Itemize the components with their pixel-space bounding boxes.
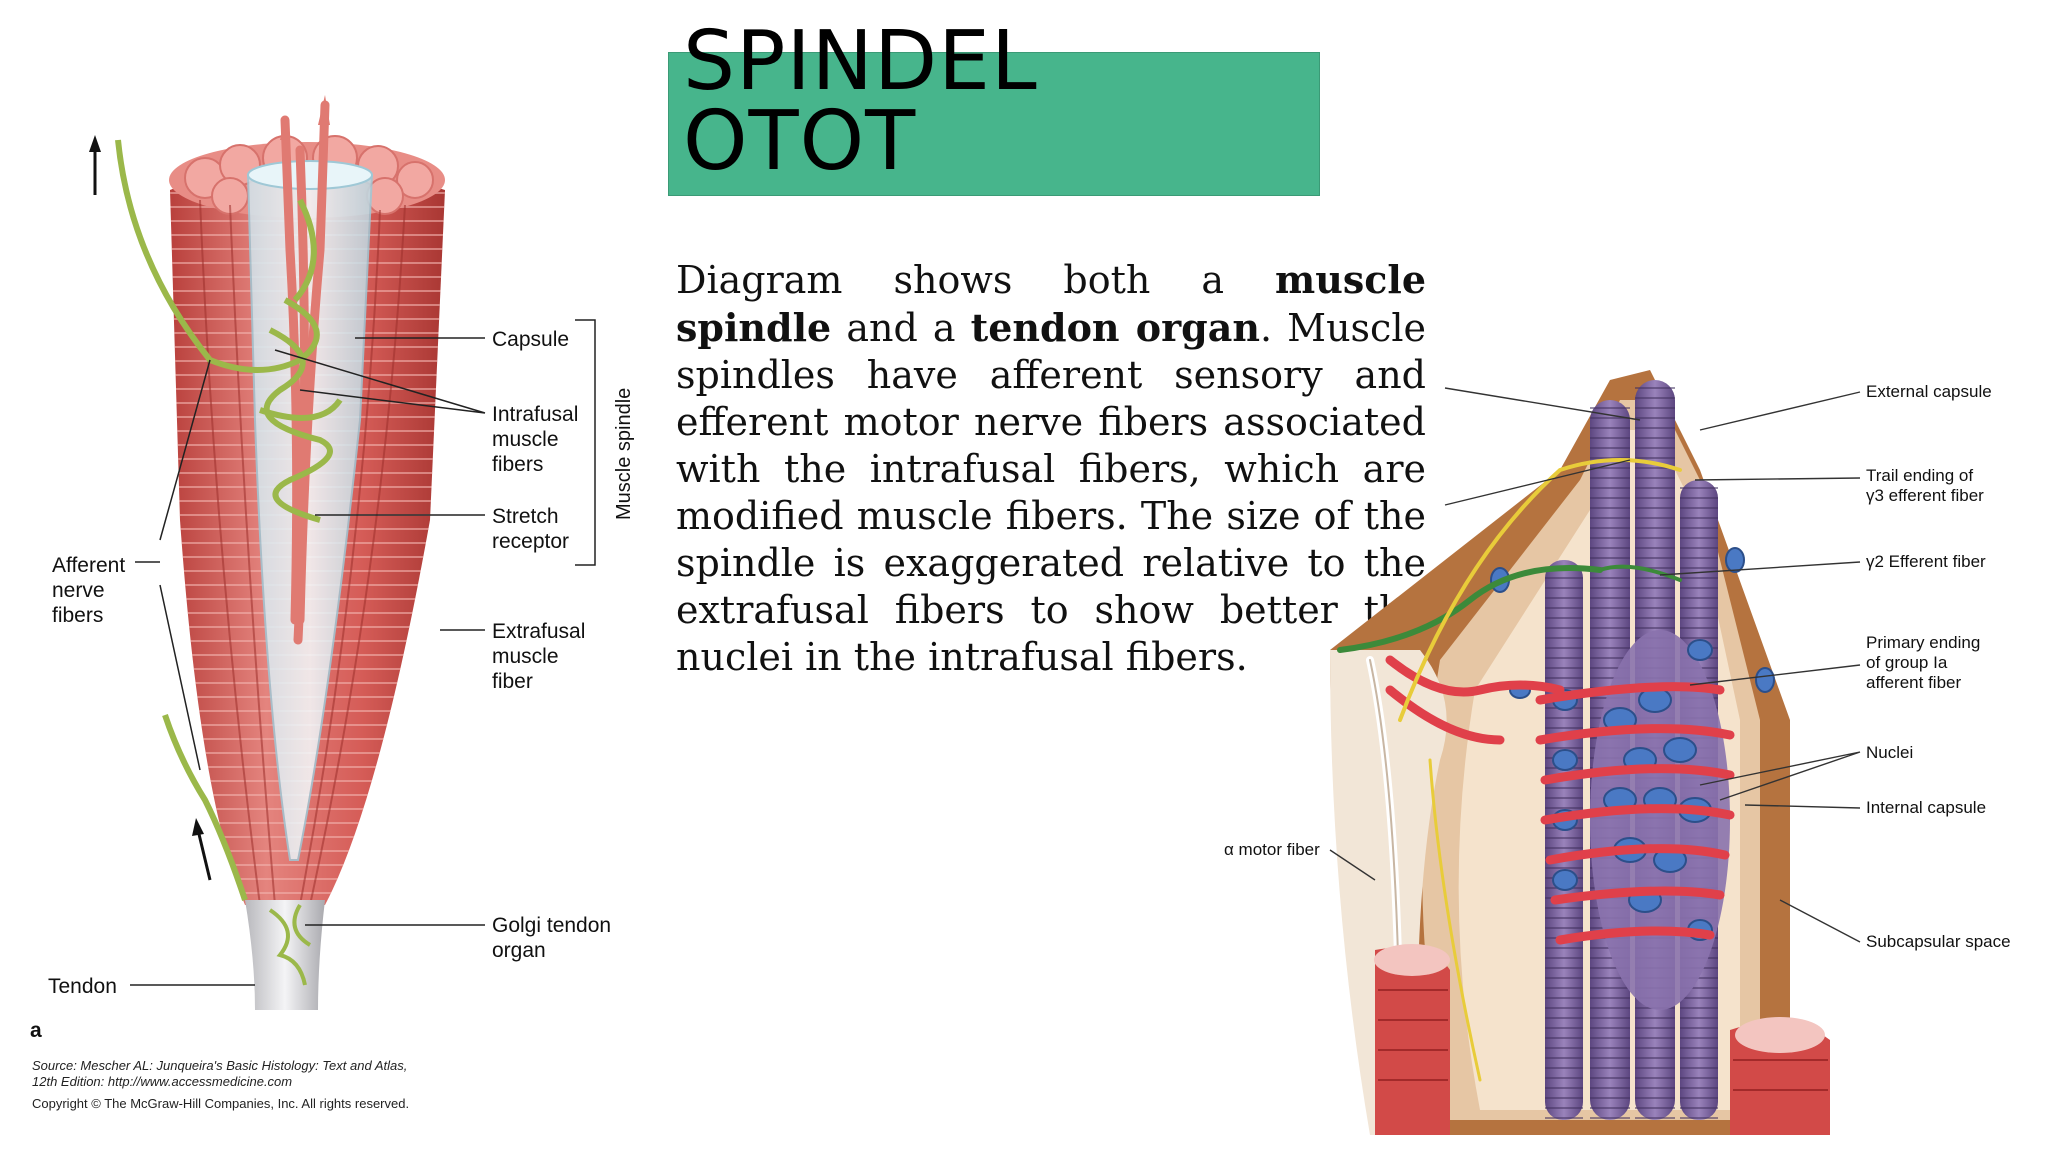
- description-paragraph: Diagram shows both a muscle spindle and …: [676, 256, 1426, 681]
- desc-bold-tendon-organ: tendon organ: [970, 305, 1260, 350]
- label-stretch-receptor: Stretch receptor: [492, 505, 570, 553]
- label-gamma2-efferent: γ2 Efferent fiber: [1866, 552, 1986, 571]
- source-line-1: Source: Mescher AL: Junqueira's Basic Hi…: [32, 1058, 408, 1073]
- label-subcapsular-space: Subcapsular space: [1866, 932, 2011, 951]
- copyright-line: Copyright © The McGraw-Hill Companies, I…: [32, 1096, 410, 1111]
- desc-text-3: . Muscle spindles have afferent sensory …: [676, 306, 1426, 679]
- label-alpha-motor-fiber: α motor fiber: [1224, 840, 1320, 859]
- label-panel-a: a: [30, 1019, 42, 1042]
- label-primary-ending: Primary ending of group Ia afferent fibe…: [1866, 633, 1981, 692]
- label-afferent-nerve-fibers: Afferent nerve fibers: [52, 554, 126, 627]
- label-nuclei: Nuclei: [1866, 743, 1914, 762]
- source-line-2: 12th Edition: http://www.accessmedicine.…: [32, 1074, 293, 1089]
- label-trail-ending: Trail ending of γ3 efferent fiber: [1866, 466, 1984, 505]
- title-banner: [668, 52, 1320, 196]
- label-external-capsule: External capsule: [1866, 382, 1992, 401]
- label-capsule: Capsule: [492, 328, 570, 351]
- label-extrafusal-fiber: Extrafusal muscle fiber: [492, 620, 586, 693]
- label-tendon: Tendon: [48, 975, 117, 998]
- label-intrafusal-fibers: Intrafusal muscle fibers: [492, 403, 579, 476]
- label-internal-capsule: Internal capsule: [1866, 798, 1987, 817]
- desc-bold-muscle-spindle: muscle spindle: [676, 257, 1426, 350]
- slide-title: SPINDEL OTOT: [683, 14, 1038, 189]
- desc-text-2: and a: [831, 306, 971, 350]
- label-golgi-tendon-organ: Golgi tendon organ: [492, 914, 612, 962]
- desc-text-1: Diagram shows both a: [676, 258, 1276, 302]
